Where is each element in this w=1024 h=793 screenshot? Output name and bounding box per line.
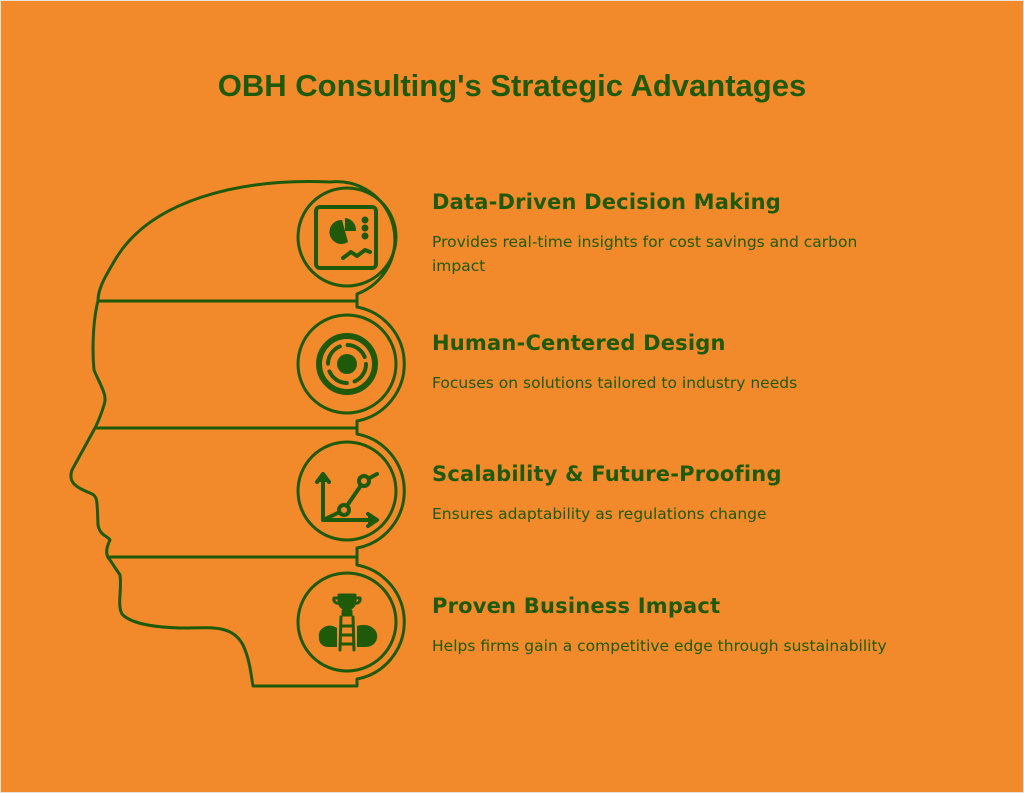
item-description: Focuses on solutions tailored to industr… (432, 374, 798, 392)
item-title: Human-Centered Design (432, 331, 726, 355)
target-icon (316, 333, 378, 395)
item-description: Helps firms gain a competitive edge thro… (432, 637, 887, 655)
icon-circle (296, 571, 398, 673)
advantage-item-business-impact: Proven Business Impact Helps firms gain … (432, 594, 912, 658)
advantage-item-human-centered: Human-Centered Design Focuses on solutio… (432, 331, 912, 395)
trophy-ladder-icon (318, 593, 378, 652)
item-description: Ensures adaptability as regulations chan… (432, 505, 767, 523)
icon-circle (296, 186, 398, 288)
advantage-item-scalability: Scalability & Future-Proofing Ensures ad… (432, 462, 912, 526)
item-title: Proven Business Impact (432, 594, 721, 618)
item-title: Scalability & Future-Proofing (432, 462, 782, 486)
advantage-item-data-driven: Data-Driven Decision Making Provides rea… (432, 190, 912, 278)
icon-circle (296, 313, 398, 415)
page-title: OBH Consulting's Strategic Advantages (217, 68, 807, 103)
dashboard-chart-icon (314, 205, 378, 270)
head-outline (69, 180, 406, 688)
growth-graph-icon (315, 472, 379, 528)
item-description: Provides real-time insights for cost sav… (432, 233, 858, 275)
item-title: Data-Driven Decision Making (432, 190, 782, 214)
icon-circle (296, 440, 398, 542)
